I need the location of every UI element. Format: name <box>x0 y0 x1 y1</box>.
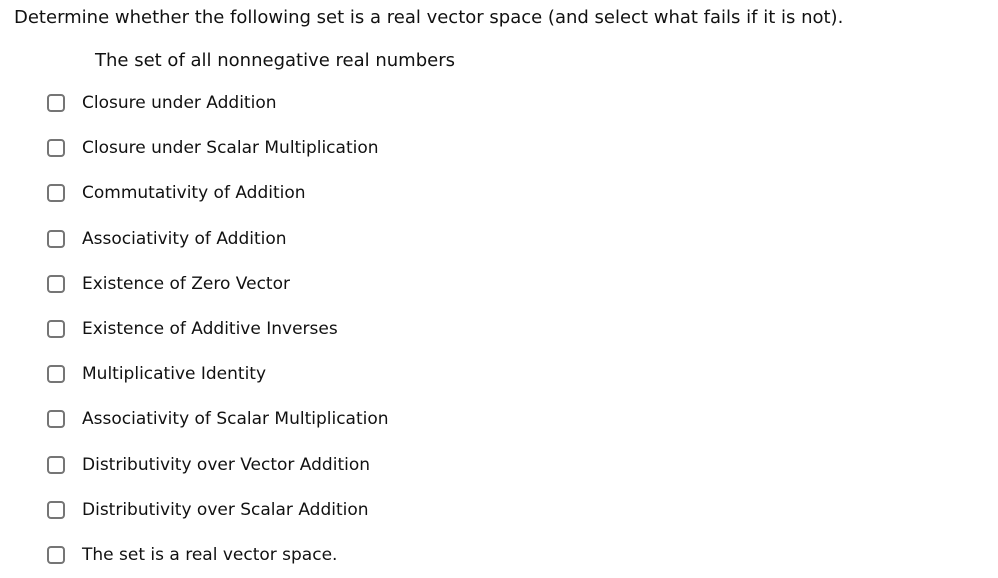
question-set-description: The set of all nonnegative real numbers <box>95 50 455 71</box>
associativity-of-addition-checkbox[interactable] <box>47 229 65 248</box>
closure-under-scalar-multiplication-checkbox[interactable] <box>47 139 65 158</box>
option-existence-of-zero-vector[interactable]: Existence of Zero Vector <box>47 273 998 294</box>
options-list: Closure under Addition Closure under Sca… <box>47 94 998 564</box>
multiplicative-identity-checkbox[interactable] <box>47 365 65 384</box>
option-label[interactable]: Associativity of Addition <box>82 228 287 249</box>
option-distributivity-over-vector-addition[interactable]: Distributivity over Vector Addition <box>47 454 998 475</box>
existence-of-additive-inverses-checkbox[interactable] <box>47 319 65 338</box>
option-label[interactable]: Commutativity of Addition <box>82 183 306 204</box>
existence-of-zero-vector-checkbox[interactable] <box>47 274 65 293</box>
option-label[interactable]: Existence of Additive Inverses <box>82 318 338 339</box>
option-label[interactable]: Closure under Scalar Multiplication <box>82 138 379 159</box>
distributivity-over-vector-addition-checkbox[interactable] <box>47 455 65 474</box>
option-multiplicative-identity[interactable]: Multiplicative Identity <box>47 364 998 385</box>
option-closure-under-addition[interactable]: Closure under Addition <box>47 94 998 112</box>
distributivity-over-scalar-addition-checkbox[interactable] <box>47 500 65 519</box>
option-label[interactable]: Closure under Addition <box>82 93 277 113</box>
option-label[interactable]: Associativity of Scalar Multiplication <box>82 409 389 430</box>
option-distributivity-over-scalar-addition[interactable]: Distributivity over Scalar Addition <box>47 499 998 520</box>
the-set-is-a-real-vector-space-checkbox[interactable] <box>47 545 65 564</box>
question-panel: Determine whether the following set is a… <box>0 7 998 578</box>
option-existence-of-additive-inverses[interactable]: Existence of Additive Inverses <box>47 318 998 339</box>
associativity-of-scalar-multiplication-checkbox[interactable] <box>47 410 65 429</box>
option-the-set-is-a-real-vector-space[interactable]: The set is a real vector space. <box>47 544 998 565</box>
option-associativity-of-scalar-multiplication[interactable]: Associativity of Scalar Multiplication <box>47 409 998 430</box>
option-label[interactable]: Distributivity over Scalar Addition <box>82 499 369 520</box>
question-title: Determine whether the following set is a… <box>14 7 844 28</box>
option-commutativity-of-addition[interactable]: Commutativity of Addition <box>47 183 998 204</box>
option-associativity-of-addition[interactable]: Associativity of Addition <box>47 228 998 249</box>
option-label[interactable]: Existence of Zero Vector <box>82 273 290 294</box>
commutativity-of-addition-checkbox[interactable] <box>47 184 65 203</box>
option-closure-under-scalar-multiplication[interactable]: Closure under Scalar Multiplication <box>47 138 998 159</box>
closure-under-addition-checkbox[interactable] <box>47 94 65 112</box>
option-label[interactable]: The set is a real vector space. <box>82 544 338 565</box>
option-label[interactable]: Multiplicative Identity <box>82 364 267 385</box>
option-label[interactable]: Distributivity over Vector Addition <box>82 454 371 475</box>
